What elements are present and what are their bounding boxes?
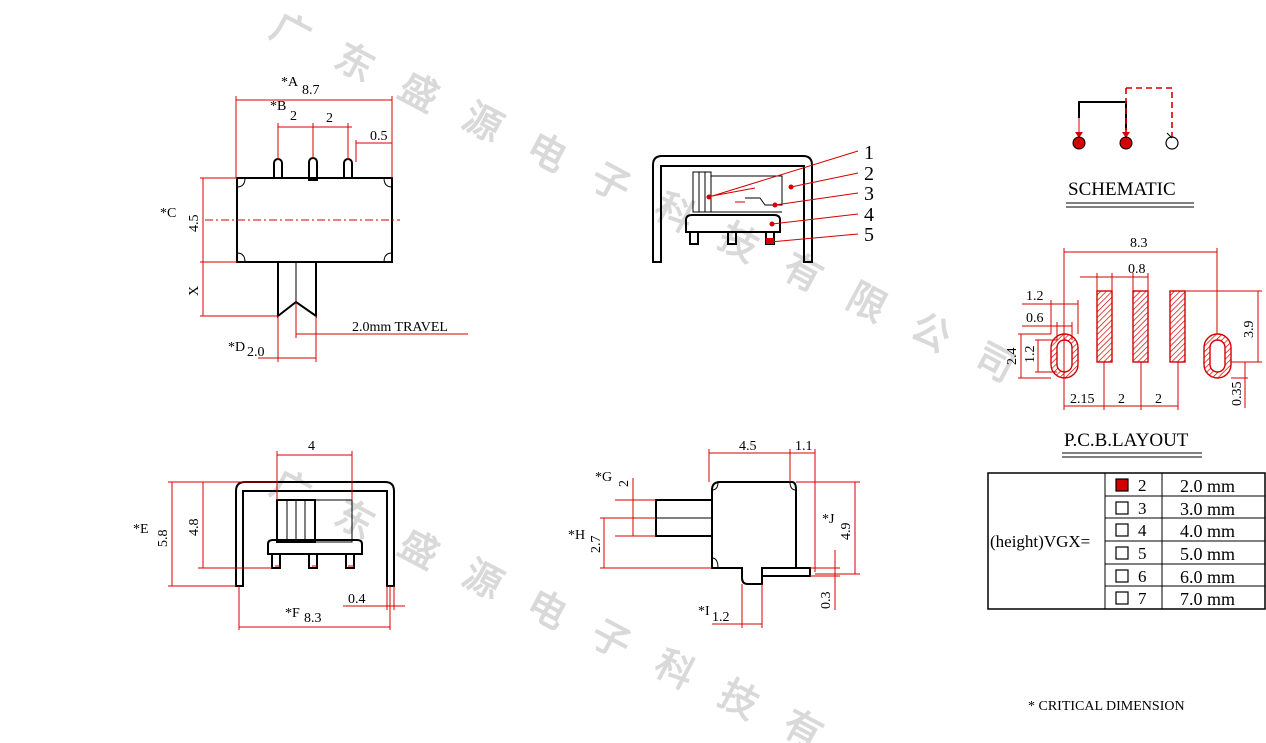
height-label: (height)VGX=: [990, 532, 1090, 551]
checkbox-checked: [1115, 478, 1129, 492]
schematic-title: SCHEMATIC: [1068, 179, 1176, 200]
pcb-dim-83: 8.3: [1130, 236, 1148, 251]
front-dim-48: 4.8: [187, 519, 202, 537]
side-dim-45: 4.5: [739, 439, 757, 454]
checkbox-unchecked: [1115, 569, 1129, 583]
dim-h-value: 2.7: [589, 536, 604, 554]
callout-3: 3: [864, 183, 874, 205]
watermark-glyph: 子: [584, 154, 638, 211]
height-value: 2.0 mm: [1180, 476, 1235, 496]
watermark-glyph: 电: [520, 124, 574, 181]
front-dim-04: 0.4: [348, 592, 366, 607]
checkbox-unchecked: [1115, 501, 1129, 515]
height-code: 5: [1138, 544, 1147, 563]
dim-e-value: 5.8: [156, 530, 171, 548]
dim-d-value: 2.0: [247, 345, 265, 360]
watermark-glyph: 广: [264, 4, 318, 61]
watermark-glyph: 技: [712, 671, 766, 728]
pcb-dim-39: 3.9: [1242, 321, 1257, 339]
height-code: 4: [1138, 521, 1147, 540]
pcb-dim-035: 0.35: [1230, 382, 1245, 407]
pcb-dim-24: 2.4: [1005, 348, 1020, 366]
dim-j-value: 4.9: [839, 523, 854, 541]
callout-1: 1: [864, 142, 874, 164]
dim-x-label: X: [187, 286, 202, 296]
height-value: 4.0 mm: [1180, 521, 1235, 541]
watermark-glyph: 盛: [392, 64, 446, 121]
checkbox-unchecked: [1115, 591, 1129, 605]
dim-i-value: 1.2: [712, 610, 730, 625]
travel-label: 2.0mm TRAVEL: [352, 320, 448, 335]
top-view: *A 8.7 *B 2 2 0.5 *C 4.5 X 2.0mm TRAVEL …: [160, 75, 468, 362]
dim-b-value: 2: [290, 109, 297, 124]
height-code: 7: [1138, 589, 1147, 608]
checkbox-unchecked: [1115, 546, 1129, 560]
dim-c-label: *C: [160, 206, 176, 221]
dim-c-value: 4.5: [187, 215, 202, 233]
critical-dimension-note: * CRITICAL DIMENSION: [1028, 699, 1185, 714]
dim-d-label: *D: [228, 340, 245, 355]
dim-g-label: *G: [595, 470, 612, 485]
pcb-dim-2a: 2: [1118, 392, 1125, 407]
dim-b2-value: 2: [326, 111, 333, 126]
dim-f-label: *F: [285, 606, 300, 621]
pcb-dim-08: 0.8: [1128, 262, 1146, 277]
height-code: 2: [1138, 476, 1147, 495]
dim-e-label: *E: [133, 522, 149, 537]
pcb-dim-06: 0.6: [1026, 311, 1044, 326]
checkbox-unchecked: [1115, 523, 1129, 537]
watermark-glyph: 源: [456, 551, 510, 608]
height-value: 6.0 mm: [1180, 567, 1235, 587]
pcb-dim-215: 2.15: [1070, 392, 1095, 407]
watermark-glyph: 盛: [392, 521, 446, 578]
callout-2: 2: [864, 163, 874, 185]
dim-b-label: *B: [270, 99, 286, 114]
pcb-layout: 8.3 0.8 1.2 0.6 2.4 1.2 3.9 0.35 2.15 2 …: [1005, 236, 1262, 458]
watermark-glyph: 限: [840, 274, 894, 331]
watermark-glyph: 技: [712, 214, 766, 271]
section-view: 1 2 3 4 5: [652, 142, 874, 263]
watermark-glyph: 东: [328, 34, 382, 91]
dim-a-label: *A: [281, 75, 299, 90]
height-value: 7.0 mm: [1180, 589, 1235, 609]
dim-05-value: 0.5: [370, 129, 388, 144]
pcb-dim-12a: 1.2: [1026, 289, 1044, 304]
dim-i-label: *I: [698, 604, 710, 619]
watermark-glyph: 子: [584, 611, 638, 668]
side-view: 4.5 1.1 *G 2 *H 2.7 *J 4.9 *I 1.2 0.3: [568, 439, 860, 628]
watermark-glyph: 源: [456, 94, 510, 151]
dim-g-value: 2: [617, 480, 632, 487]
callout-4: 4: [864, 204, 874, 226]
pcb-dim-12b: 1.2: [1023, 346, 1038, 364]
side-dim-11: 1.1: [795, 439, 813, 454]
watermark-glyph: 有: [776, 244, 830, 301]
height-value: 5.0 mm: [1180, 544, 1235, 564]
dim-j-label: *J: [822, 512, 835, 527]
dim-h-label: *H: [568, 528, 585, 543]
dim-f-value: 8.3: [304, 611, 322, 626]
height-code: 3: [1138, 499, 1147, 518]
height-table: (height)VGX= 2 2.0 mm 3 3.0 mm 4 4.0 mm 5 5.0 m…: [987, 472, 1266, 610]
watermark-glyph: 广: [264, 461, 318, 518]
watermark-glyph: 公: [904, 304, 958, 361]
watermark-glyph: 电: [520, 581, 574, 638]
side-dim-03: 0.3: [819, 592, 834, 610]
dim-a-value: 8.7: [302, 83, 320, 98]
height-code: 6: [1138, 567, 1147, 586]
watermark-glyph: 科: [648, 641, 702, 698]
watermark-glyph: 有: [776, 701, 830, 743]
height-value: 3.0 mm: [1180, 499, 1235, 519]
callout-5: 5: [864, 224, 874, 246]
pcb-title: P.C.B.LAYOUT: [1064, 430, 1189, 451]
schematic: SCHEMATIC: [1066, 87, 1194, 208]
front-view: 4 *E 5.8 4.8 0.4 *F 8.3: [133, 439, 405, 630]
front-dim-4: 4: [308, 439, 315, 454]
pcb-dim-2b: 2: [1155, 392, 1162, 407]
